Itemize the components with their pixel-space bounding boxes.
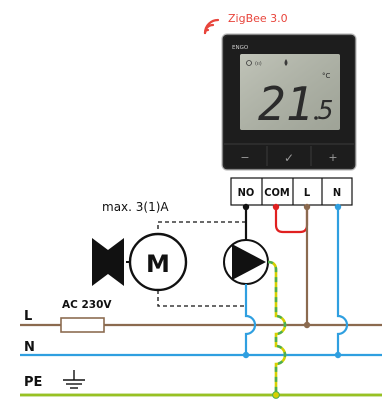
n-junction: [334, 351, 342, 359]
wifi-signal-icon: [203, 18, 220, 35]
terminal-block: NO COM L N: [230, 177, 353, 206]
valve-signal-wire: [157, 221, 246, 232]
motor-icon: M: [128, 232, 188, 292]
clock-icon: [246, 60, 252, 66]
pump-neutral-wire: [244, 284, 257, 355]
temperature-main: 21: [258, 77, 313, 131]
terminal-n-label: N: [333, 186, 341, 199]
confirm-button[interactable]: ✓: [284, 151, 294, 165]
pump-earth-wire: [267, 260, 287, 395]
lcd-status-icon: (ıı): [255, 61, 262, 67]
pump-icon: [223, 239, 269, 285]
brand-label: ENGO: [232, 45, 249, 51]
plus-button[interactable]: +: [328, 151, 337, 164]
valve-icon: [92, 238, 124, 286]
terminal-no-label: NO: [238, 186, 255, 199]
terminal-l-label: L: [304, 186, 311, 199]
ground-icon: [63, 370, 85, 389]
flame-icon: [284, 59, 288, 66]
neutral-label: N: [24, 340, 35, 355]
decimal-point: [314, 116, 318, 120]
zigbee-label: ZigBee 3.0: [228, 12, 288, 25]
temperature-decimal: 5: [318, 96, 334, 126]
n-wire: [336, 207, 349, 355]
unit-label: °C: [322, 72, 331, 80]
max-current-label: max. 3(1)A: [102, 200, 169, 214]
line-label: L: [24, 309, 32, 324]
l-junction: [303, 321, 311, 329]
fuse-icon: [60, 317, 105, 333]
thermostat-device: ENGO (ıı) °C 21 5 − ✓ +: [221, 33, 357, 171]
zigbee-badge: ZigBee 3.0: [203, 12, 288, 35]
terminal-com-label: COM: [264, 186, 290, 199]
motor-label: M: [146, 250, 170, 278]
supply-label: AC 230V: [62, 299, 112, 311]
com-bridge-wire: [274, 207, 309, 234]
minus-button[interactable]: −: [240, 151, 249, 164]
earth-label: PE: [24, 375, 42, 390]
